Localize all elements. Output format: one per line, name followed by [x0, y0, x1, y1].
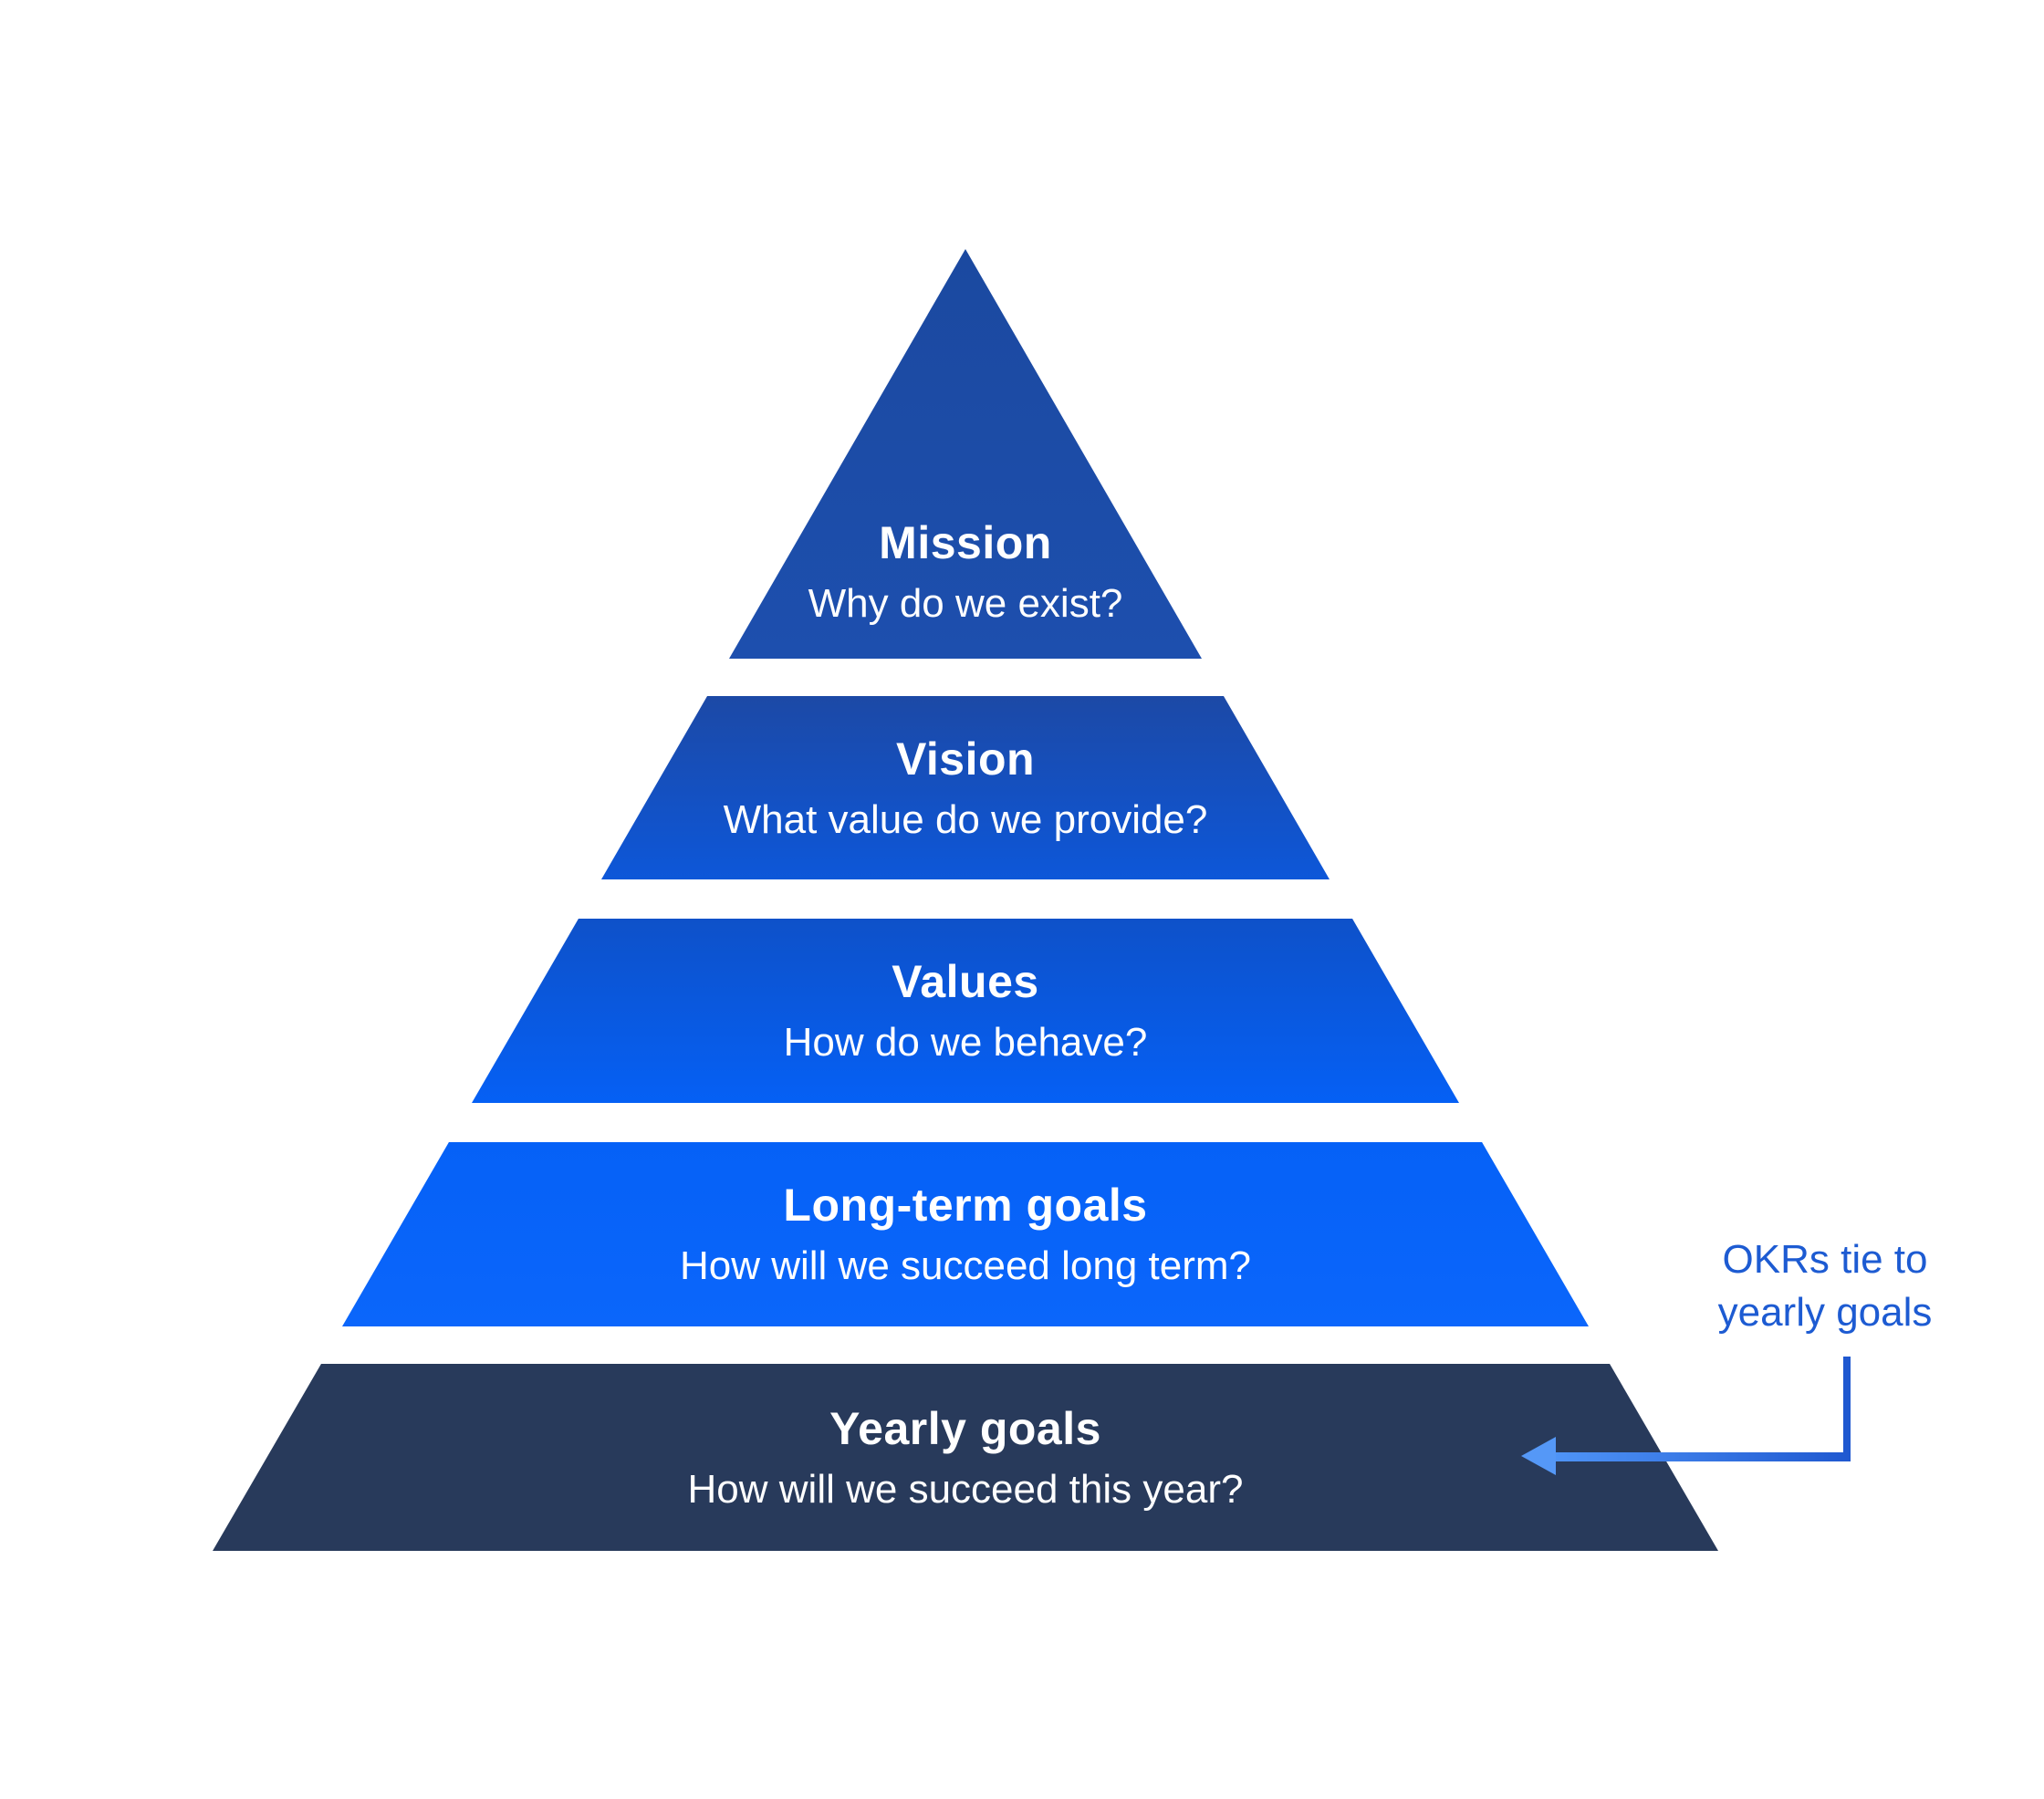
- okr-annotation-label: OKRs tie to yearly goals: [1686, 1233, 1964, 1339]
- tier-mission-question: Why do we exist?: [808, 581, 1123, 626]
- tier-yearly-goals-question: How will we succeed this year?: [687, 1466, 1244, 1512]
- tier-yearly-goals-heading: Yearly goals: [829, 1402, 1101, 1454]
- tier-mission-heading: Mission: [879, 517, 1052, 568]
- tier-values: Values How do we behave?: [472, 919, 1459, 1103]
- annotation-arrow-vertical-segment: [1843, 1357, 1851, 1461]
- tier-vision: Vision What value do we provide?: [601, 696, 1330, 879]
- okr-annotation-line-2: yearly goals: [1717, 1290, 1933, 1335]
- annotation-arrow-horizontal-segment: [1554, 1452, 1851, 1461]
- tier-vision-heading: Vision: [895, 733, 1036, 785]
- tier-values-heading: Values: [892, 956, 1039, 1007]
- tier-long-term-goals-heading: Long-term goals: [783, 1180, 1148, 1231]
- tier-vision-question: What value do we provide?: [723, 796, 1208, 842]
- tier-mission: Mission Why do we exist?: [729, 249, 1202, 659]
- tier-yearly-goals: Yearly goals How will we succeed this ye…: [213, 1364, 1718, 1551]
- tier-values-question: How do we behave?: [783, 1020, 1148, 1065]
- tier-long-term-goals-question: How will we succeed long term?: [679, 1243, 1252, 1288]
- tier-long-term-goals: Long-term goals How will we succeed long…: [342, 1142, 1589, 1326]
- okr-annotation-line-1: OKRs tie to: [1722, 1237, 1928, 1282]
- annotation-arrow-left-arrowhead-icon: [1521, 1437, 1556, 1475]
